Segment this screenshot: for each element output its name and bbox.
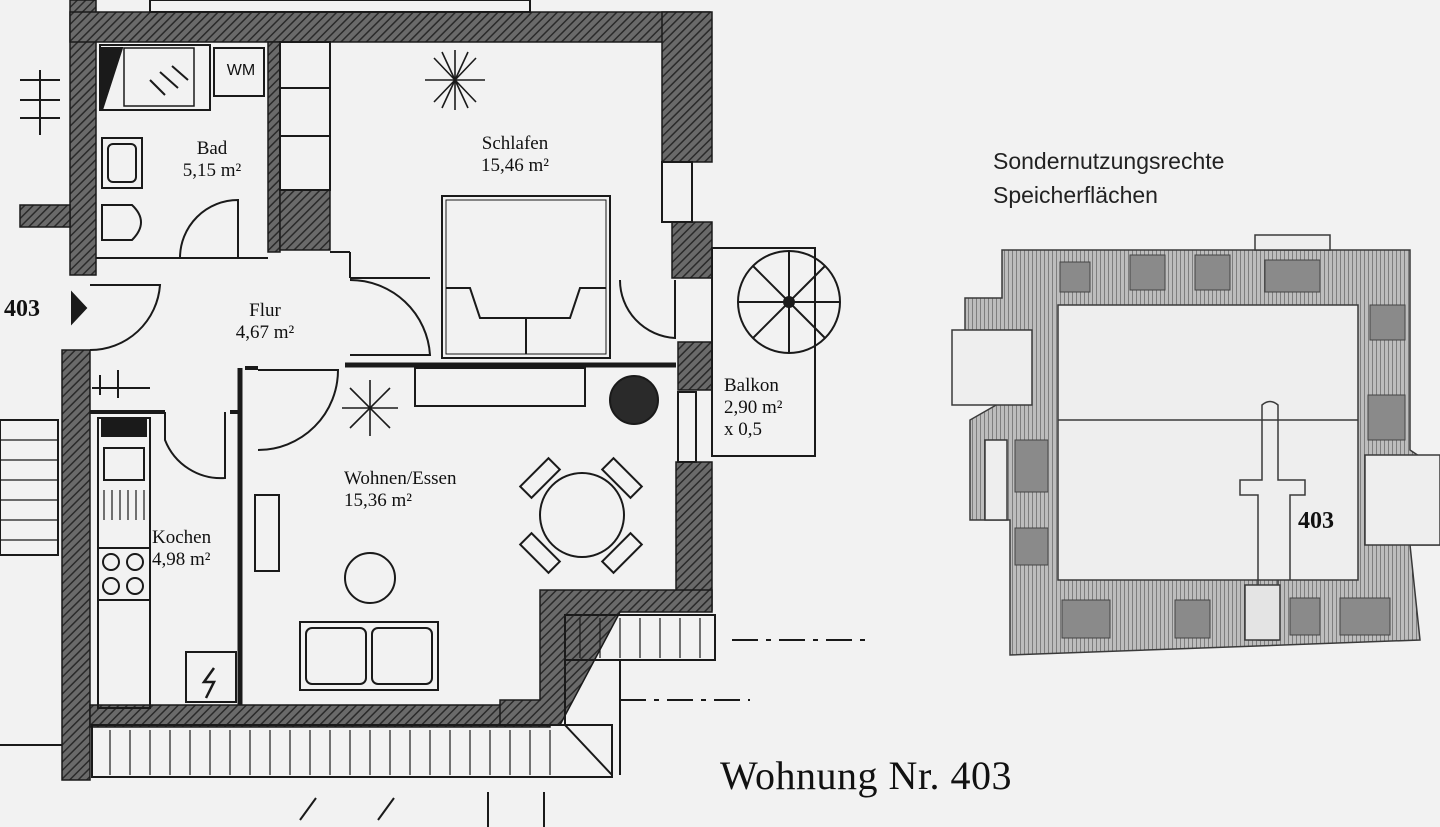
room-name: Balkon — [724, 375, 779, 396]
attic-heading-line2: Speicherflächen — [993, 182, 1158, 208]
room-area: 4,67 m² — [235, 322, 295, 343]
plant-icon — [609, 375, 659, 425]
plant-icon — [342, 380, 398, 436]
plant-icon — [425, 50, 485, 110]
room-label-bad: Bad 5,15 m² — [162, 138, 262, 182]
room-label-flur: Flur 4,67 m² — [215, 300, 315, 344]
room-label-schlafen: Schlafen 15,46 m² — [465, 133, 565, 177]
room-name: Bad — [196, 138, 228, 159]
room-area: 4,98 m² — [152, 549, 211, 570]
page-title: Wohnung Nr. 403 — [720, 753, 1013, 798]
outer-walls — [19, 0, 713, 781]
attic-unit-label: 403 — [1298, 508, 1334, 534]
room-label-kochen: Kochen 4,98 m² — [152, 527, 211, 571]
room-factor: x 0,5 — [724, 419, 762, 440]
room-name: Wohnen/Essen — [344, 468, 457, 489]
room-area: 15,46 m² — [481, 155, 549, 176]
room-area: 2,90 m² — [724, 397, 783, 418]
washer-label: WM — [226, 62, 256, 79]
room-label-wohnen: Wohnen/Essen 15,36 m² — [344, 468, 456, 512]
apartment-plan — [0, 0, 872, 827]
unit-marker: 403 — [4, 296, 40, 322]
attic-plan — [951, 234, 1440, 656]
attic-heading: Sondernutzungsrechte Speicherflächen — [993, 144, 1224, 212]
room-area: 15,36 m² — [344, 490, 412, 511]
room-area: 5,15 m² — [182, 160, 242, 181]
room-label-balkon: Balkon 2,90 m² x 0,5 — [724, 375, 782, 441]
room-name: Flur — [249, 300, 281, 321]
room-name: Kochen — [152, 527, 212, 548]
room-name: Schlafen — [481, 133, 549, 154]
attic-heading-line1: Sondernutzungsrechte — [993, 148, 1225, 174]
